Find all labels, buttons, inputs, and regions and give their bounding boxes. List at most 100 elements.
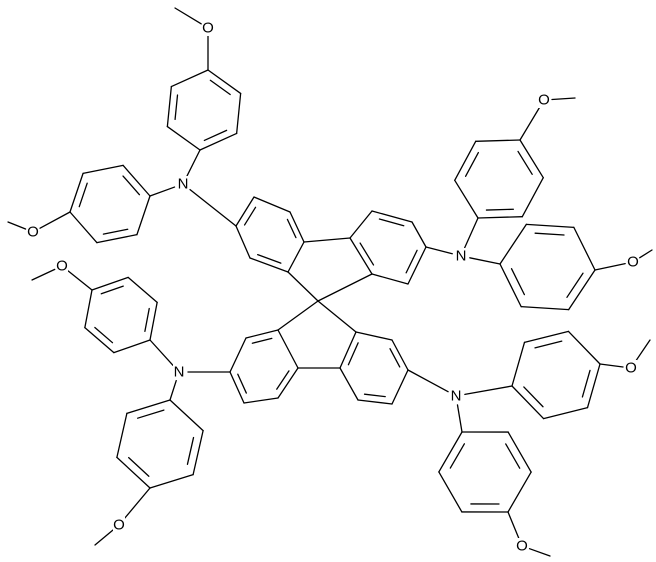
anisyl-4-ring-bond (499, 223, 527, 265)
anisyl-3-ring-bond (519, 139, 544, 179)
anisyl-1-ring-double-bond (203, 129, 228, 142)
anisyl-8-methyl-bond (528, 548, 551, 557)
lower-left-benzo-double-bond (237, 373, 247, 394)
anisyl-4-ring-bond (520, 305, 570, 311)
anisyl-3-ring-double-bond (464, 151, 480, 177)
lower-right-benzo-double-bond (347, 342, 359, 366)
anisyl-8-ring-double-bond (505, 443, 521, 469)
atom-label-background (516, 538, 528, 554)
anisyl-4-n-bond (469, 257, 501, 265)
anisyl-5-ring-double-bond (100, 285, 124, 295)
oxygen-atom-label: O (627, 254, 639, 271)
upper-right-benzo-bond (371, 210, 413, 223)
atom-label-background (173, 364, 185, 380)
anisyl-5-ring-bond (127, 276, 158, 304)
atom-label-background (27, 224, 39, 240)
anisyl-7-ring-bond (511, 385, 545, 420)
anisyl-8-ring-double-bond (449, 443, 466, 469)
anisyl-7-ring-double-bond (523, 386, 544, 408)
anisyl-2-methyl-bond (7, 221, 27, 230)
anisyl-6-ring-double-bond (137, 409, 165, 419)
oxygen-atom-label: O (538, 92, 550, 109)
atom-label-background (627, 254, 639, 270)
anisyl-1-methyl-bond (174, 7, 202, 25)
atom-label-background (450, 388, 462, 404)
fluorene-n-bond (425, 246, 453, 255)
anisyl-4-ring-bond (573, 226, 596, 271)
lower-left-benzo-double-bond (251, 337, 273, 344)
lower-left-benzo-bond (243, 397, 279, 404)
anisyl-7-ring-bond (567, 330, 601, 365)
anisyl-5-ring-bond (149, 301, 158, 341)
upper-right-benzo-bond (371, 273, 409, 285)
anisyl-1-ring-double-bond (174, 94, 179, 121)
anisyl-5-ring-bond (113, 339, 151, 354)
atom-label-background (202, 20, 214, 36)
anisyl-5-o-bond (67, 270, 93, 291)
anisyl-3-ring-double-bond (517, 150, 533, 175)
anisyl-7-ring-bond (523, 330, 570, 344)
upper-right-benzo-bond (407, 246, 427, 285)
anisyl-6-ring-bond (149, 474, 194, 489)
anisyl-5-ring-bond (91, 276, 129, 291)
lower-left-benzo-bond (277, 367, 299, 399)
anisyl-3-ring-bond (475, 139, 521, 142)
anisyl-2-ring-double-bond (122, 175, 141, 196)
lower-right-benzo-bond (357, 399, 393, 405)
anisyl-7-n-bond (464, 385, 513, 396)
anisyl-7-ring-bond (542, 406, 589, 420)
anisyl-5-ring-double-bond (144, 307, 150, 333)
lower-left-benzo-bond (229, 371, 245, 404)
anisyl-6-ring-bond (169, 399, 204, 432)
oxygen-atom-label: O (202, 20, 214, 37)
anisyl-7-ring-bond (511, 341, 526, 387)
anisyl-4-methyl-bond (639, 249, 653, 259)
atom-label-background (455, 248, 467, 264)
upper-left-benzo-bond (253, 196, 291, 213)
anisyl-6-ring-bond (126, 399, 171, 414)
oxygen-atom-label: O (113, 517, 125, 534)
lower-left-benzo-bond (245, 329, 279, 339)
upper-left-benzo-double-bond (286, 218, 297, 239)
atom-label-background (113, 517, 125, 533)
upper-right-benzo-double-bond (359, 242, 375, 266)
anisyl-7-o-bond (599, 363, 624, 368)
anisyl-3-ring-bond (454, 179, 479, 219)
oxygen-atom-label: O (56, 258, 68, 275)
anisyl-7-ring-bond (586, 363, 601, 409)
anisyl-3-o-bond (519, 106, 541, 141)
upper-right-benzo-bond (349, 237, 373, 275)
upper-left-benzo-double-bond (257, 253, 282, 264)
upper-right-benzo-double-bond (378, 218, 405, 227)
anisyl-6-ring-double-bond (186, 436, 195, 465)
nitrogen-atom-label: N (456, 248, 467, 265)
anisyl-6-ring-bond (192, 430, 204, 476)
upper-left-benzo-bond (289, 211, 305, 243)
nitrogen-atom-label: N (178, 176, 189, 193)
anisyl-2-ring-bond (69, 211, 98, 244)
anisyl-3-methyl-bond (551, 97, 576, 101)
upper-left-benzo-bond (287, 241, 305, 273)
anisyl-7-ring-double-bond (534, 340, 563, 349)
nitrogen-atom-label: N (174, 364, 185, 381)
anisyl-3-ring-bond (454, 140, 477, 181)
anisyl-6-n-bond (169, 379, 177, 401)
lower-right-benzo-bond (391, 339, 409, 371)
anisyl-5-n-bond (149, 339, 174, 366)
anisyl-1-ring-bond (207, 69, 242, 95)
upper-spiro-bond (317, 273, 373, 302)
anisyl-4-ring-bond (568, 269, 596, 311)
lower-left-benzo-bond (229, 337, 247, 373)
anisyl-5-ring-bond (84, 289, 93, 329)
anisyl-8-ring-bond (507, 471, 532, 513)
anisyl-4-o-bond (594, 262, 626, 271)
anisyl-4-ring-double-bond (510, 268, 526, 296)
upper-spiro-bond (287, 271, 319, 302)
upper-right-benzo-bond (411, 221, 427, 248)
upper-left-benzo-double-bond (243, 206, 257, 226)
anisyl-7-methyl-bond (634, 339, 651, 363)
anisyl-2-n-bond (149, 186, 176, 197)
anisyl-4-ring-double-bond (566, 272, 584, 298)
anisyl-1-ring-double-bond (209, 79, 231, 96)
